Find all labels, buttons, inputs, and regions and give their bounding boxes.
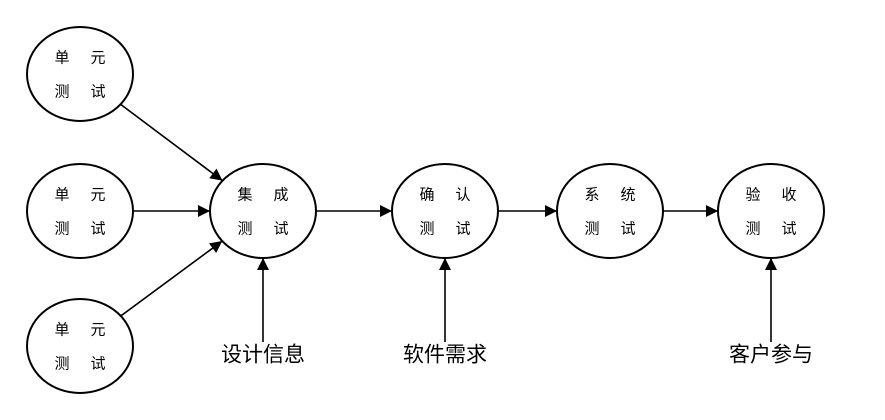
node-char: 测 <box>584 220 599 238</box>
node-char: 单 <box>54 49 69 67</box>
node-char: 元 <box>90 321 105 339</box>
node-char: 确 <box>419 186 434 204</box>
node-confirm: 确 认测 试 <box>391 163 499 259</box>
node-accept: 验 收测 试 <box>717 163 825 259</box>
input-integ: 设计信息 <box>221 258 305 367</box>
node-circle <box>717 163 825 259</box>
node-char: 统 <box>620 186 635 204</box>
input-accept: 客户参与 <box>729 258 813 367</box>
node-char: 试 <box>620 220 635 238</box>
node-char: 成 <box>273 186 288 204</box>
node-char: 测 <box>237 220 252 238</box>
node-circle <box>391 163 499 259</box>
node-char: 收 <box>781 186 796 204</box>
node-char: 单 <box>54 321 69 339</box>
node-circle <box>556 163 664 259</box>
arrow-unit3-to-integ <box>120 240 223 317</box>
node-char: 测 <box>745 220 760 238</box>
arrow-unit1-to-integ <box>120 103 223 182</box>
input-label: 软件需求 <box>403 343 487 367</box>
node-circle <box>26 163 134 259</box>
node-unit2: 单 元测 试 <box>26 163 134 259</box>
node-char: 认 <box>455 186 470 204</box>
node-system: 系 统测 试 <box>556 163 664 259</box>
node-char: 试 <box>90 83 105 101</box>
input-confirm: 软件需求 <box>403 258 487 367</box>
node-char: 试 <box>781 220 796 238</box>
node-char: 试 <box>455 220 470 238</box>
node-char: 单 <box>54 186 69 204</box>
node-unit1: 单 元测 试 <box>26 26 134 122</box>
node-char: 试 <box>273 220 288 238</box>
node-char: 元 <box>90 49 105 67</box>
node-circle <box>209 163 317 259</box>
node-char: 测 <box>54 83 69 101</box>
node-integ: 集 成测 试 <box>209 163 317 259</box>
node-char: 集 <box>237 186 252 204</box>
node-char: 元 <box>90 186 105 204</box>
node-circle <box>26 26 134 122</box>
node-char: 测 <box>54 220 69 238</box>
node-char: 测 <box>419 220 434 238</box>
node-char: 试 <box>90 220 105 238</box>
node-char: 测 <box>54 355 69 373</box>
node-char: 系 <box>584 186 599 204</box>
input-label: 设计信息 <box>221 343 305 367</box>
node-circle <box>26 298 134 394</box>
input-label: 客户参与 <box>729 343 813 367</box>
node-char: 试 <box>90 355 105 373</box>
node-unit3: 单 元测 试 <box>26 298 134 394</box>
node-char: 验 <box>745 186 760 204</box>
